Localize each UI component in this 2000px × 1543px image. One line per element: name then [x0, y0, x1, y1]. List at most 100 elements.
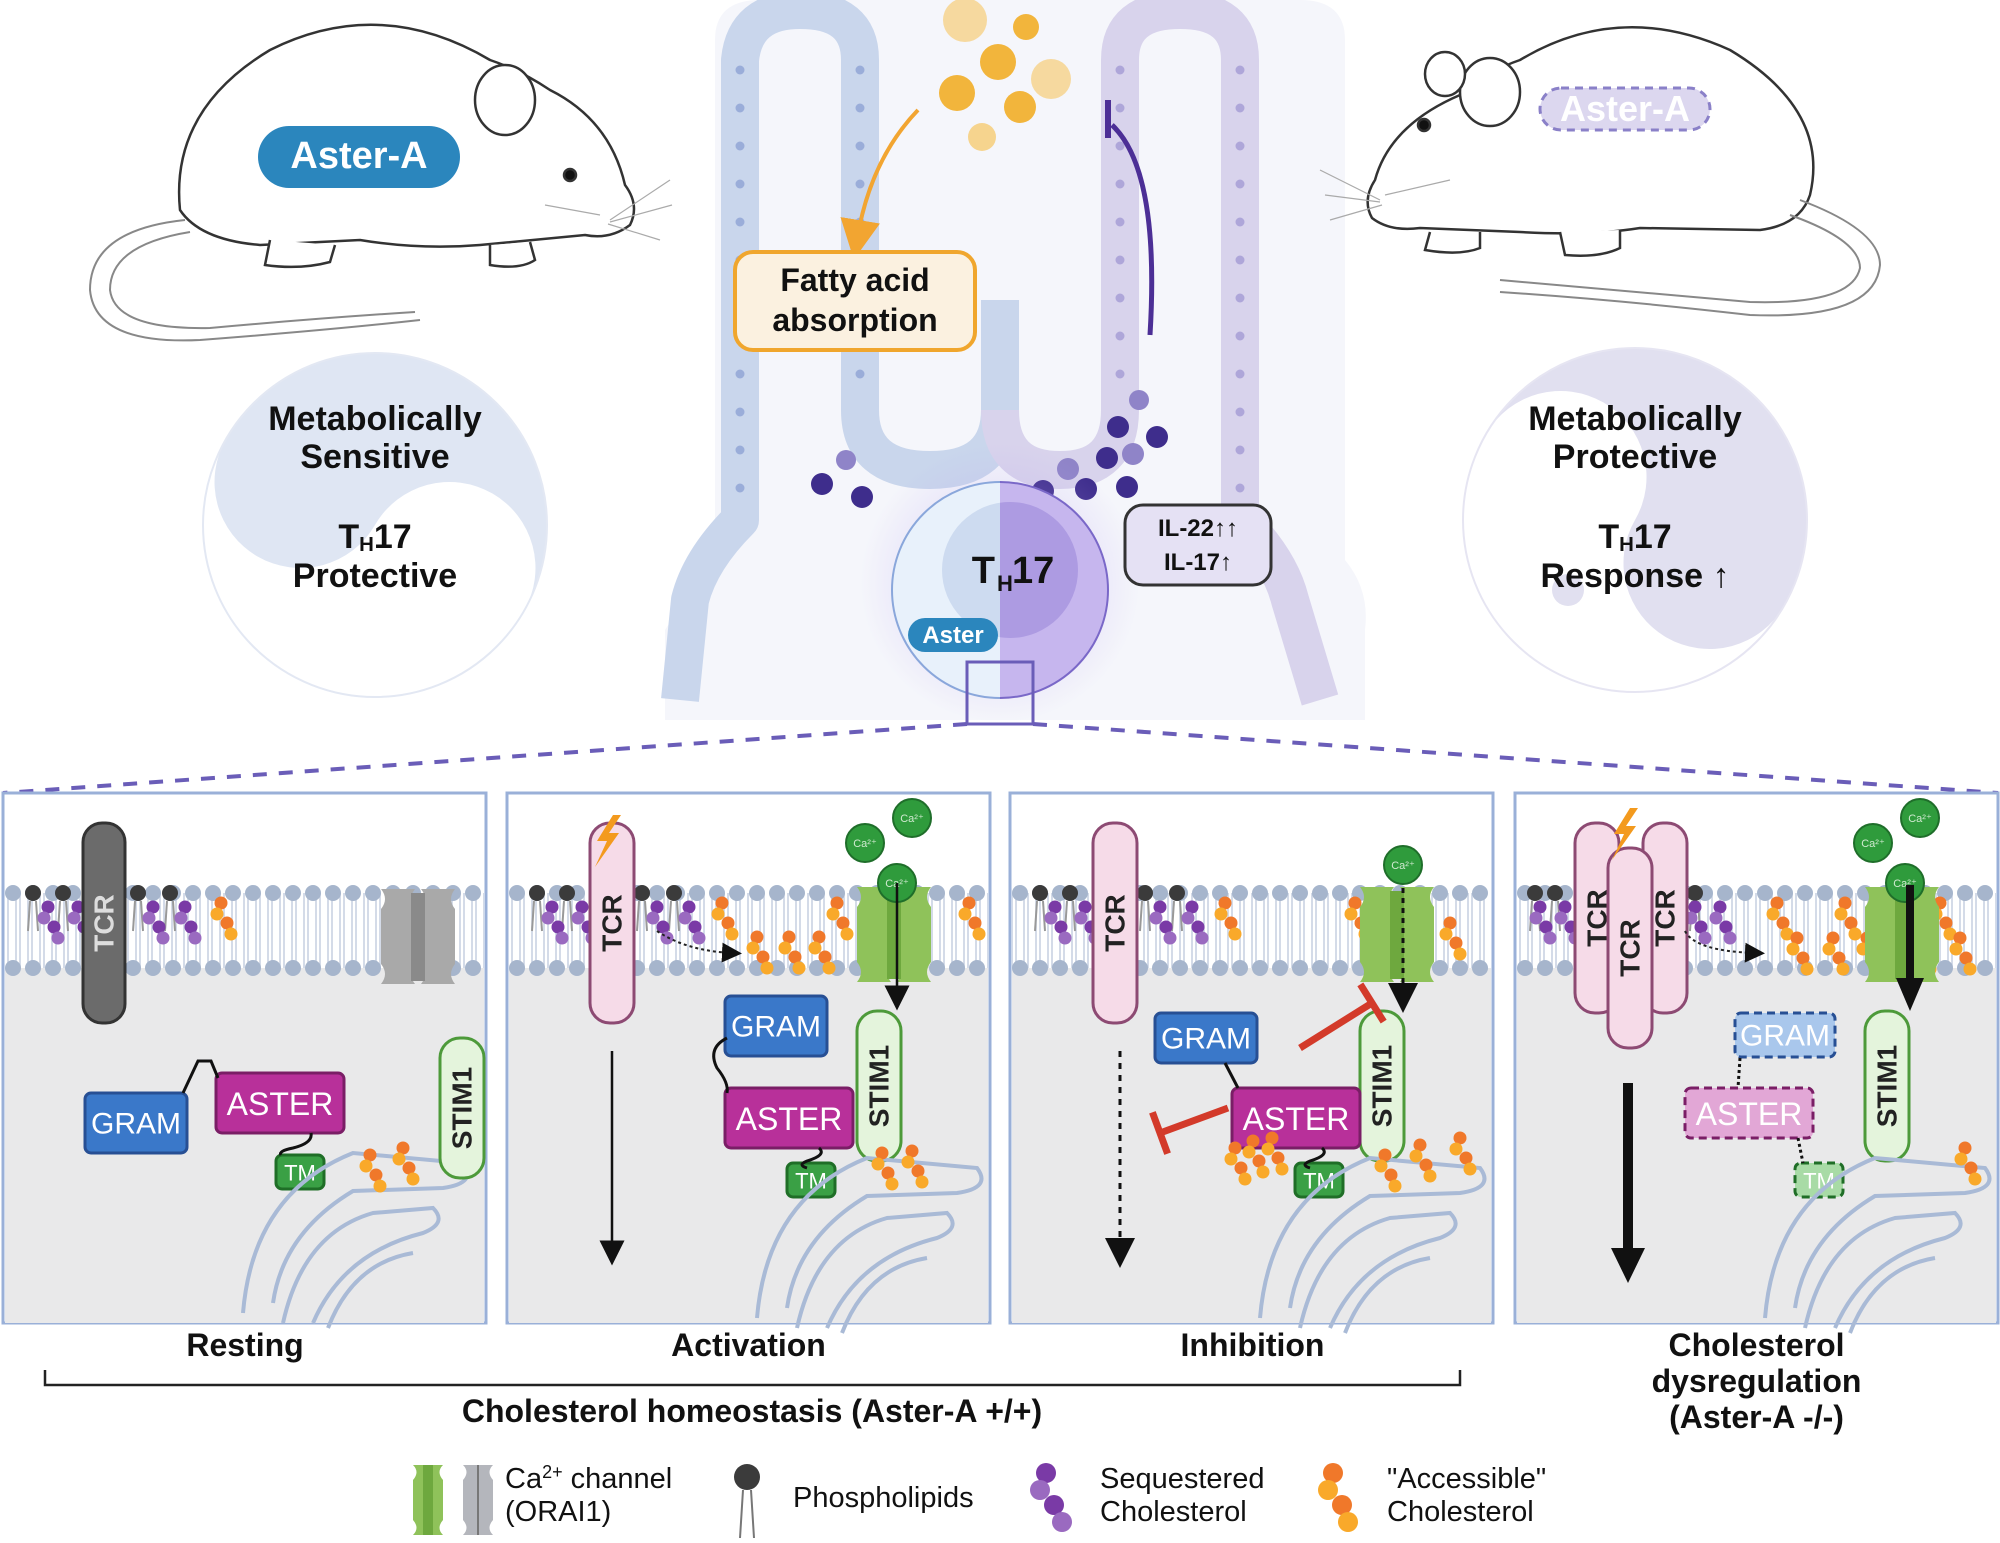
sequestered-cholesterol — [1529, 900, 1557, 945]
accessible-cholesterol — [1786, 931, 1814, 976]
inhibit-tcr-signal — [1149, 1104, 1230, 1155]
ca-channel-icon — [413, 1465, 493, 1535]
wt-line4: Protective — [292, 557, 458, 596]
yin-yang-left-text: Metabolically Sensitive TH17 Protective — [225, 400, 525, 595]
stim1-protein: STIM1 — [1358, 1009, 1406, 1163]
cell-th-T: T — [972, 550, 995, 592]
endoplasmic-reticulum — [1258, 1155, 1487, 1334]
cell-aster-badge — [908, 618, 998, 652]
accessible-cholesterol — [746, 930, 774, 975]
accessible-cholesterol — [1766, 896, 1794, 941]
tcr-receptor: TCR — [588, 821, 636, 1025]
accessible-cholesterol — [1834, 896, 1862, 941]
stim1-protein: STIM1 — [438, 1036, 486, 1180]
accessible-cholesterol — [808, 930, 836, 975]
accessible-cholesterol — [778, 930, 806, 975]
cytokine-il17: IL-17↑ — [1164, 549, 1232, 576]
aster-domain-label: ASTER — [736, 1101, 843, 1137]
fatty-acid-line2: absorption — [772, 302, 937, 338]
orai1-channel-closed — [381, 889, 455, 984]
aster-domain-label: ASTER — [227, 1086, 334, 1122]
calcium-ion: Ca²⁺ — [1853, 823, 1893, 863]
tcr-receptor-label: TCR — [1100, 894, 1131, 952]
mouse-knockout — [1319, 26, 1882, 317]
stim1-protein-label: STIM1 — [864, 1045, 895, 1127]
legend-sequestered-line1: Sequestered — [1100, 1463, 1264, 1495]
gram-domain-absent: GRAM — [1733, 1011, 1837, 1059]
aster-domain: ASTER — [214, 1071, 346, 1135]
tcr-receptor: TCR — [81, 821, 127, 1025]
accessible-cholesterol — [1374, 1148, 1402, 1193]
aster-a-badge-ko-label: Aster-A — [1560, 88, 1690, 129]
sequestered-cholesterol — [1709, 900, 1737, 945]
fatty-acid-line1: Fatty acid — [780, 262, 929, 298]
ko-line2: Protective — [1552, 438, 1718, 477]
sequestered-cholesterol — [1181, 900, 1209, 945]
stim1-protein-label: STIM1 — [447, 1067, 478, 1149]
panel-label-inhibition: Inhibition — [1180, 1327, 1325, 1363]
yin-yang-left — [202, 352, 548, 698]
sequestered-cholesterol — [1044, 900, 1072, 945]
accessible-cholesterol — [1439, 916, 1467, 961]
ko-th17: TH17 — [1598, 518, 1672, 557]
orai1-channel-open — [857, 887, 931, 982]
svg-text:Ca²⁺: Ca²⁺ — [1861, 838, 1885, 850]
wt-line1: Metabolically — [268, 400, 482, 438]
accessible-cholesterol-icon — [1318, 1463, 1358, 1532]
legend-accessible-line2: Cholesterol — [1387, 1496, 1534, 1528]
phospholipid-icon — [734, 1464, 760, 1539]
aster-domain-absent: ASTER — [1683, 1086, 1815, 1140]
sequestered-cholesterol — [174, 900, 202, 945]
sequestered-cholesterol-icon — [1030, 1463, 1072, 1532]
svg-text:Ca²⁺: Ca²⁺ — [853, 838, 877, 850]
legend-ca-line2: (ORAI1) — [505, 1496, 611, 1528]
accessible-cholesterol — [1449, 1131, 1477, 1176]
accessible-cholesterol — [1949, 931, 1977, 976]
inhibit-orai1 — [1298, 982, 1387, 1051]
intestinal-villus: Fatty acid absorption — [661, 0, 1366, 726]
cell-aster-label: Aster — [922, 622, 983, 649]
accessible-cholesterol — [1242, 1134, 1270, 1179]
fatty-acid-droplets — [939, 0, 1071, 151]
activation-bolt-icon — [595, 815, 621, 867]
legend: Ca2+ channel (ORAI1) Phospholipids Seque… — [413, 1462, 1546, 1539]
legend-ca-line1: Ca2+ channel — [505, 1462, 672, 1495]
accessible-cholesterol — [210, 896, 238, 941]
endoplasmic-reticulum — [755, 1155, 984, 1334]
wt-line2: Sensitive — [300, 438, 450, 477]
aster-domain: ASTER — [723, 1086, 855, 1150]
gram-domain: GRAM — [83, 1091, 189, 1155]
panel-label-dysregulation: Cholesterol dysregulation (Aster-A -/-) — [1515, 1327, 1998, 1435]
aster-a-badge-ko — [1538, 86, 1712, 132]
legend-phospholipids: Phospholipids — [793, 1482, 974, 1514]
sequestered-cholesterol — [678, 900, 706, 945]
wt-th17: TH17 — [338, 518, 412, 557]
accessible-cholesterol — [359, 1148, 387, 1193]
cytokine-il22: IL-22↑↑ — [1158, 515, 1238, 542]
zoom-line-left — [2, 722, 968, 795]
tm-domain-label: TM — [284, 1161, 316, 1186]
sequestered-cholesterol — [37, 900, 65, 945]
ko-line4: Response ↑ — [1540, 557, 1730, 596]
tcr-receptor-label: TCR — [1650, 889, 1681, 947]
ko-line1: Metabolically — [1528, 400, 1742, 438]
accessible-cholesterol — [826, 896, 854, 941]
tcr-receptor-label: TCR — [597, 894, 628, 952]
cell-th-sub: H — [997, 571, 1013, 596]
calcium-ion: Ca²⁺ — [1900, 798, 1940, 838]
tcr-receptor: TCR — [1091, 821, 1139, 1025]
tcr-receptor: TCR — [1641, 821, 1689, 1015]
yin-yang-right-text: Metabolically Protective TH17 Response ↑ — [1485, 400, 1785, 595]
sequestered-cholesterol — [1149, 900, 1177, 945]
sequestered-cholesterol — [646, 900, 674, 945]
accessible-cholesterol — [711, 896, 739, 941]
stim1-protein: STIM1 — [855, 1009, 903, 1163]
zoom-line-right — [1032, 722, 1999, 795]
stim1-protein: STIM1 — [1863, 1009, 1911, 1163]
svg-text:Ca²⁺: Ca²⁺ — [1908, 813, 1932, 825]
legend-accessible-line1: "Accessible" — [1387, 1463, 1546, 1495]
stim1-protein-label: STIM1 — [1367, 1045, 1398, 1127]
